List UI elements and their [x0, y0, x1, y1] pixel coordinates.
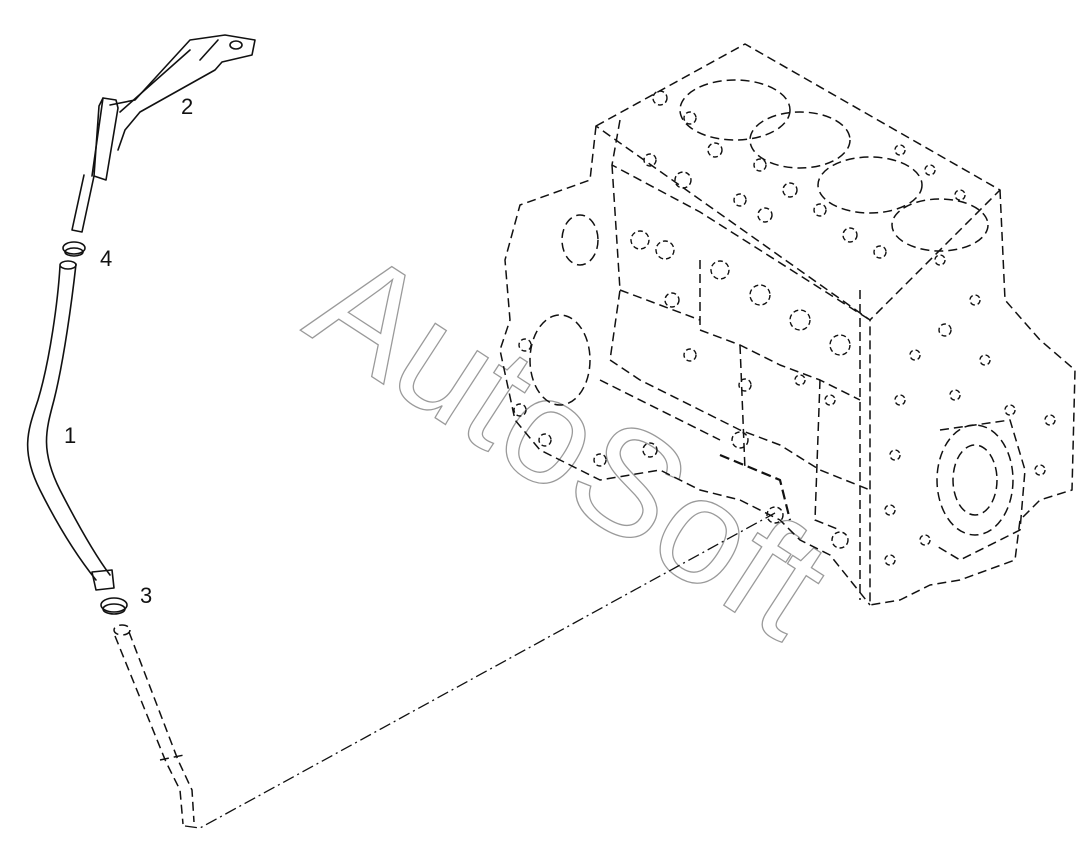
callout-3: 3 — [140, 583, 152, 608]
hose-clamp-icon — [100, 597, 128, 615]
alignment-line — [184, 512, 776, 829]
mounting-bracket-icon — [109, 34, 256, 151]
hose-clamp-icon — [62, 241, 86, 257]
callout-2: 2 — [181, 94, 193, 119]
callout-1: 1 — [64, 423, 76, 448]
callout-4: 4 — [100, 246, 112, 271]
upper-tube-icon — [71, 97, 119, 233]
lower-tube-icon — [113, 624, 195, 825]
engine-block-icon — [499, 43, 1076, 606]
watermark-text: AutoSoft — [283, 216, 857, 670]
oil-filler-tube-icon — [26, 260, 115, 591]
